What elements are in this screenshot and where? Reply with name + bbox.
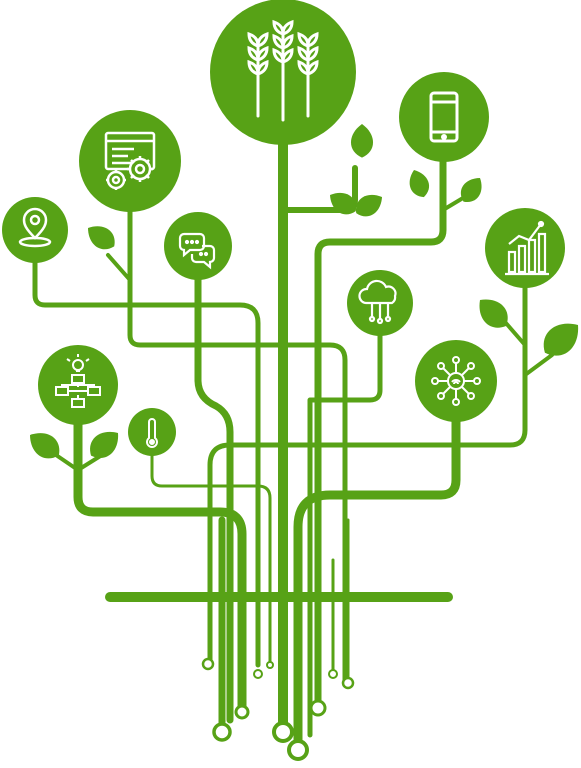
terminal xyxy=(234,704,250,720)
node-communication xyxy=(164,212,232,280)
node-analytics xyxy=(485,208,565,288)
stem-phone-leaves xyxy=(441,196,465,212)
chat-bubbles-icon xyxy=(178,232,216,270)
terminals xyxy=(201,657,355,761)
thermometer-icon xyxy=(146,418,158,448)
browser-gears-icon xyxy=(104,131,156,190)
trace-location xyxy=(32,252,261,668)
trace-cloud xyxy=(307,327,383,738)
node-cloud xyxy=(347,270,413,336)
nodes xyxy=(2,0,565,456)
stem-chart-leaves xyxy=(503,320,554,377)
smartphone-icon xyxy=(429,91,459,143)
node-connectivity xyxy=(415,340,497,422)
terminal xyxy=(341,676,355,690)
node-innovation xyxy=(38,345,118,425)
leaf xyxy=(350,124,374,158)
trace-mobile xyxy=(314,141,447,709)
trace-communication xyxy=(194,266,234,724)
bar-chart-icon xyxy=(505,220,549,276)
trace-automation xyxy=(127,202,348,683)
terminal xyxy=(272,721,294,743)
terminal xyxy=(266,661,274,669)
leaf xyxy=(455,172,488,208)
terminal xyxy=(212,722,232,742)
leaf xyxy=(81,219,121,255)
node-mobile xyxy=(399,72,489,162)
wifi-hub-network-icon xyxy=(431,356,481,406)
node-automation xyxy=(79,110,181,212)
terminal xyxy=(201,657,215,671)
trace-analytics xyxy=(207,282,528,668)
leaf xyxy=(83,424,126,465)
leaf xyxy=(535,314,581,364)
terminal xyxy=(253,669,263,679)
node-location xyxy=(2,197,68,263)
terminal xyxy=(309,699,327,717)
circuit-traces xyxy=(32,125,554,750)
wheat-icon xyxy=(247,19,319,122)
node-agriculture xyxy=(210,0,356,145)
terminal xyxy=(287,739,309,761)
map-pin-icon xyxy=(18,207,52,248)
terminal xyxy=(328,669,338,679)
cloud-network-icon xyxy=(358,279,397,325)
idea-flowchart-icon xyxy=(55,354,101,408)
leaf xyxy=(405,166,433,201)
node-sensors xyxy=(128,408,176,456)
trace-innovation xyxy=(73,415,247,717)
trace-sensors xyxy=(150,453,272,667)
trace-connectivity xyxy=(293,410,461,750)
stem-left-location xyxy=(106,253,132,282)
